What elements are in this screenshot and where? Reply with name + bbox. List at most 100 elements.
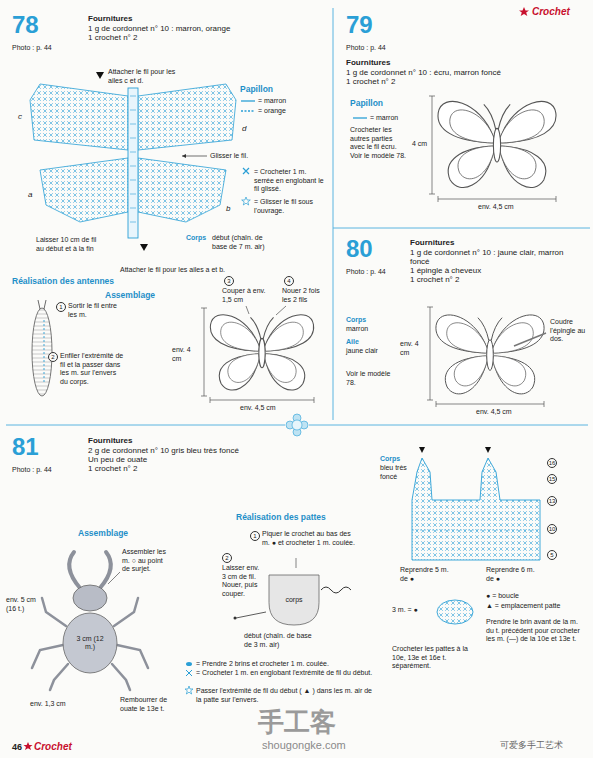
label-box: 80 — [346, 236, 373, 262]
label-box: b — [226, 204, 230, 213]
label-box: 4 cm — [412, 140, 427, 149]
label-box: 1 g de cordonnet n° 10 : écru, marron fo… — [346, 68, 501, 77]
label-box: 13 — [547, 496, 557, 506]
label-box: Passer l'extrémité de fil du début ( ▲ )… — [196, 687, 376, 704]
antenna-thread — [38, 300, 46, 309]
watermark: 手工客 — [258, 708, 336, 736]
note-text: Prendre le brin avant de la m. du t. pré… — [486, 618, 584, 644]
start-round-chart — [437, 600, 473, 624]
label-box: marron — [346, 325, 368, 334]
legend-sample — [352, 115, 368, 121]
stitch-symbol — [186, 670, 192, 676]
marker-triangle — [419, 447, 425, 453]
body-rows — [130, 96, 136, 222]
supply-text: 1 crochet n° 2 — [410, 275, 459, 284]
divider-line — [333, 8, 334, 420]
section-divider — [6, 8, 590, 425]
label-box: Reprendre 5 m. de ● — [400, 566, 455, 583]
callout-number: 10 — [547, 524, 557, 534]
label-box: Voir le modèle 78. — [346, 370, 398, 387]
note-text: jaune clair — [346, 347, 378, 356]
supply-text: 1 g de cordonnet n° 10 : jaune clair, ma… — [410, 248, 575, 266]
wing-chart — [40, 158, 128, 222]
label-box: ● = boucle — [486, 592, 519, 601]
part-heading: Corps — [346, 316, 366, 325]
note-text: = Crocheter 1 m. serrée en englobant le … — [254, 168, 328, 194]
label-box: 1 crochet n° 2 — [346, 77, 395, 86]
note-text: = Glisser le fil sous l'ouvrage. — [254, 198, 326, 215]
callout-number: 3 — [224, 276, 234, 286]
wing-letter: d — [242, 124, 246, 133]
supply-heading: Fournitures — [88, 14, 132, 23]
label-box: Coudre l'épingle au dos. — [550, 318, 588, 344]
body-chart — [412, 458, 540, 560]
note-text: Couper à env. 1,5 cm — [222, 287, 267, 304]
note-text: Voir le modèle 78. — [346, 370, 398, 387]
label-box: 2 — [48, 352, 58, 362]
pattern-number: 81 — [12, 434, 39, 460]
label-box: Crochet — [532, 6, 570, 17]
label-box: Un peu de ouate — [88, 455, 147, 464]
legend-line — [241, 111, 255, 112]
butterfly-outline — [210, 315, 313, 390]
thread-path — [44, 320, 45, 382]
label-box: 10 — [547, 524, 557, 534]
label-box: Laisser env. 3 cm de fil. Nouer, puis co… — [222, 564, 260, 598]
label-box: Sortir le fil entre les m. — [68, 302, 123, 319]
label-box: Photo : p. 44 — [346, 44, 386, 53]
divider-line — [6, 425, 285, 426]
callout-number: 16 — [547, 458, 557, 468]
legend-line — [353, 118, 367, 119]
wing-letter: c — [18, 112, 22, 121]
label-box: Crochet — [34, 741, 72, 752]
label-box: Fournitures — [346, 58, 390, 67]
note-text: Crocheter les pattes à la 10e, 13e et 16… — [392, 645, 482, 671]
label-box: Photo : p. 44 — [12, 44, 52, 53]
body-chart — [128, 88, 138, 238]
label-box: env. 4,5 cm — [478, 203, 514, 212]
label-box: 46 — [12, 742, 22, 752]
leg-body-shape: corps — [267, 573, 321, 627]
note-text: Glisser le fil. — [210, 152, 248, 161]
label-box: shougongke.com — [262, 739, 346, 751]
label-box: Laisser 10 cm de fil au début et à la fi… — [36, 236, 106, 253]
leader-line — [108, 572, 120, 584]
label-box: 1 crochet n° 2 — [410, 275, 459, 284]
legend-text: = marron — [258, 97, 286, 106]
legend-item: = marron — [240, 97, 286, 106]
label-box: 79 — [346, 12, 373, 38]
label-box: Piquer le crochet au bas des m. ● et cro… — [262, 530, 357, 547]
dimension-line — [201, 308, 207, 396]
dimension-line — [427, 307, 433, 400]
row-line — [412, 530, 540, 531]
callout-number: 1 — [250, 531, 260, 541]
callout-number: 2 — [48, 352, 58, 362]
callout-number: 15 — [547, 474, 557, 484]
label-box: 15 — [547, 474, 557, 484]
label-box: ▲ = emplacement patte — [486, 602, 560, 611]
supply-text: 1 crochet n° 2 — [346, 77, 395, 86]
beetle-legs — [32, 598, 148, 690]
label-box: c — [18, 112, 22, 121]
note-text: ● = boucle — [486, 592, 519, 601]
note-text: Reprendre 5 m. de ● — [400, 566, 455, 583]
label-box: Assemblage — [78, 528, 128, 538]
label-box: Fournitures — [88, 436, 132, 445]
label-box: Glisser le fil. — [210, 152, 248, 161]
supply-text: 1 g de cordonnet n° 10 : écru, marron fo… — [346, 68, 501, 77]
dimension-line — [210, 397, 314, 403]
note-text: Photo : p. 44 — [346, 268, 386, 277]
legend-text: = orange — [258, 107, 286, 116]
marker-triangle — [140, 244, 148, 251]
label-box: Fournitures — [88, 14, 132, 23]
note-text: Attacher le fil pour les ailes c et d. — [108, 68, 178, 85]
legend-item: = orange — [240, 107, 286, 116]
label-box: Photo : p. 44 — [346, 268, 386, 277]
star-symbol — [242, 197, 251, 205]
leg-chain — [321, 587, 351, 593]
label-box: Réalisation des antennes — [12, 276, 114, 286]
label-box: Papillon — [350, 98, 383, 108]
pattern-number: 79 — [346, 12, 373, 38]
label-box: 3 — [224, 276, 234, 286]
note-text: Crocheter les autres parties avec le fil… — [350, 126, 408, 160]
